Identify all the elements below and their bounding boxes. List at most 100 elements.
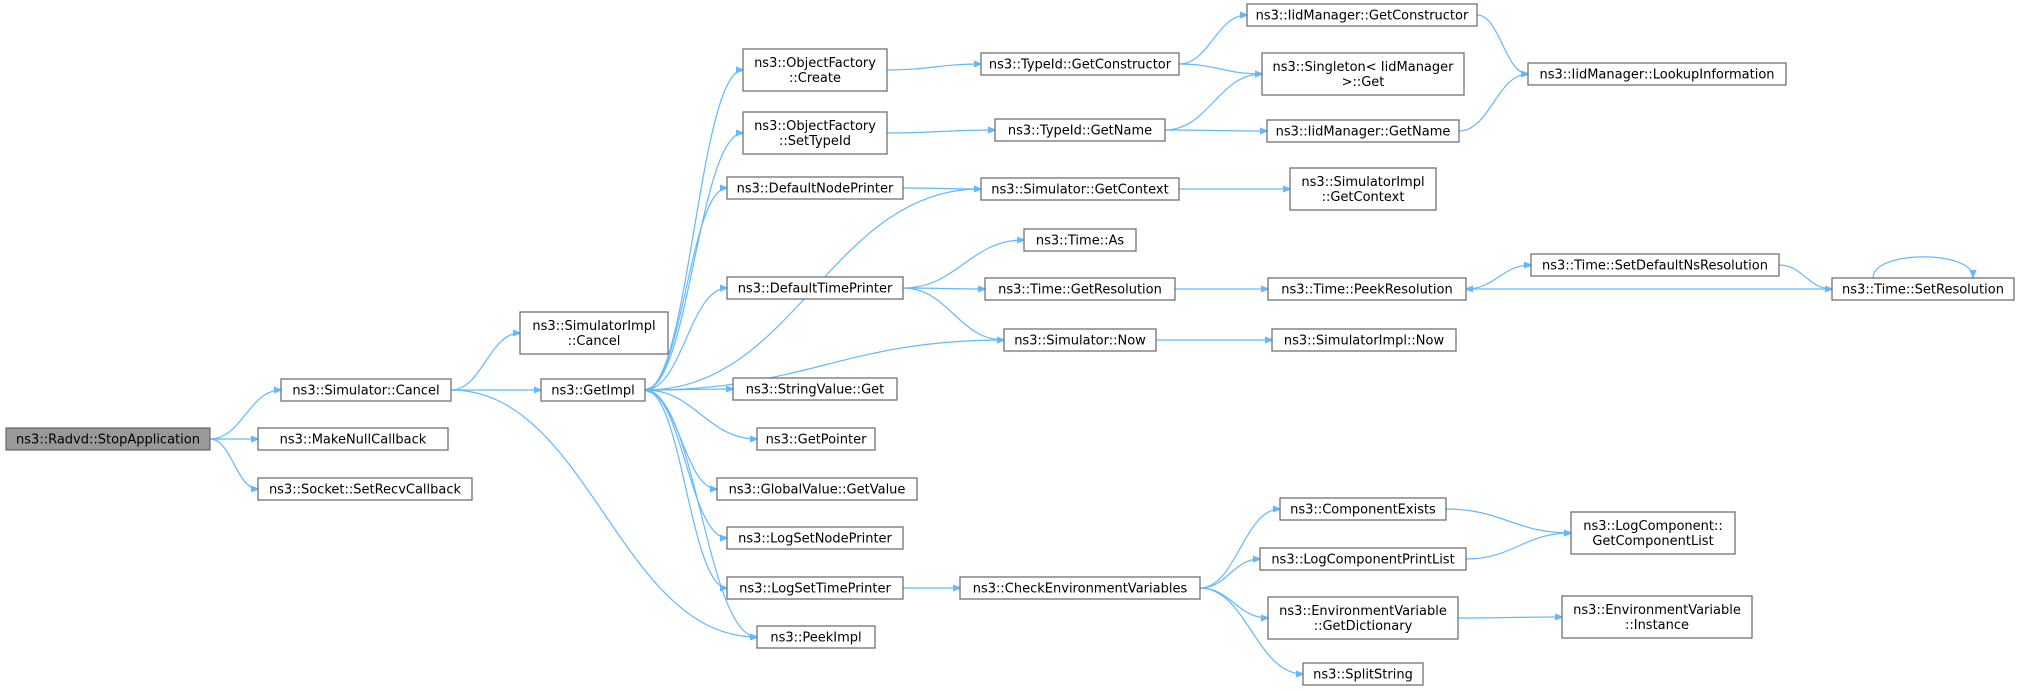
node-box	[726, 576, 904, 600]
edges-layer	[209, 14, 1973, 674]
node-box	[980, 177, 1180, 201]
node-typeid_getconstructor[interactable]: ns3::TypeId::GetConstructor	[980, 52, 1180, 76]
node-label: ns3::MakeNullCallback	[280, 433, 427, 448]
node-label: ns3::LogSetTimePrinter	[739, 582, 891, 597]
edge-typeid_getconstructor-to-singleton_get	[1178, 63, 1262, 74]
edge-sim_cancel-to-peekimpl	[450, 389, 757, 637]
node-box	[280, 378, 452, 402]
node-box	[716, 477, 918, 501]
node-check_env_vars[interactable]: ns3::CheckEnvironmentVariables	[959, 576, 1201, 600]
node-box	[1289, 167, 1437, 211]
node-box	[257, 477, 473, 501]
node-time_as[interactable]: ns3::Time::As	[1023, 228, 1137, 252]
node-box	[1261, 52, 1465, 96]
node-label: ::Instance	[1625, 618, 1689, 633]
node-box	[1246, 3, 1478, 27]
node-label: ::SetTypeId	[779, 134, 851, 149]
edge-radvd_stop-to-sim_cancel	[209, 390, 281, 440]
node-stringvalue_get[interactable]: ns3::StringValue::Get	[732, 377, 898, 401]
edge-getimpl-to-getpointer	[644, 389, 757, 439]
node-label: ns3::Singleton< IidManager	[1272, 60, 1454, 75]
edge-check_env_vars-to-component_exists	[1199, 509, 1280, 589]
node-globalvalue_getvalue[interactable]: ns3::GlobalValue::GetValue	[716, 477, 918, 501]
node-iidmgr_lookupinfo[interactable]: ns3::IidManager::LookupInformation	[1527, 62, 1787, 86]
node-label: ns3::Time::SetResolution	[1842, 283, 2004, 298]
node-label: ns3::GlobalValue::GetValue	[729, 483, 906, 498]
node-radvd_stop[interactable]: ns3::Radvd::StopApplication	[5, 427, 211, 451]
node-simimpl_now[interactable]: ns3::SimulatorImpl::Now	[1271, 328, 1457, 352]
node-simimpl_cancel[interactable]: ns3::SimulatorImpl::Cancel	[519, 311, 669, 355]
node-default_time_printer[interactable]: ns3::DefaultTimePrinter	[726, 276, 904, 300]
node-peekimpl[interactable]: ns3::PeekImpl	[756, 625, 876, 649]
edge-time_setdefaultnsres-to-time_setresolution	[1778, 264, 1832, 289]
node-box	[726, 276, 904, 300]
node-label: ns3::GetImpl	[551, 384, 635, 399]
node-sim_cancel[interactable]: ns3::Simulator::Cancel	[280, 378, 452, 402]
node-log_component_printlist[interactable]: ns3::LogComponentPrintList	[1259, 547, 1467, 571]
node-getimpl[interactable]: ns3::GetImpl	[540, 378, 646, 402]
node-logsettimeprinter[interactable]: ns3::LogSetTimePrinter	[726, 576, 904, 600]
node-label: ns3::IidManager::LookupInformation	[1539, 68, 1774, 83]
node-time_setdefaultnsres[interactable]: ns3::Time::SetDefaultNsResolution	[1530, 253, 1780, 277]
node-box	[742, 48, 888, 92]
edge-default_time_printer-to-sim_now	[902, 287, 1004, 340]
node-objfactory_create[interactable]: ns3::ObjectFactory::Create	[742, 48, 888, 92]
node-component_exists[interactable]: ns3::ComponentExists	[1279, 497, 1447, 521]
node-splitstring[interactable]: ns3::SplitString	[1302, 662, 1424, 686]
node-box	[1267, 277, 1467, 301]
node-default_node_printer[interactable]: ns3::DefaultNodePrinter	[726, 176, 904, 200]
node-label: ns3::SplitString	[1313, 668, 1413, 683]
edge-getimpl-to-default_node_printer	[644, 188, 727, 391]
node-make_null_cb[interactable]: ns3::MakeNullCallback	[257, 427, 449, 451]
node-label: ns3::Time::As	[1036, 234, 1125, 249]
node-label: ns3::DefaultTimePrinter	[738, 282, 893, 297]
edge-check_env_vars-to-splitstring	[1199, 587, 1303, 674]
node-time_getresolution[interactable]: ns3::Time::GetResolution	[984, 277, 1176, 301]
node-label: ns3::Simulator::GetContext	[991, 183, 1168, 198]
node-label: ::GetDictionary	[1314, 619, 1413, 634]
node-logcomponent_getlist[interactable]: ns3::LogComponent::GetComponentList	[1570, 511, 1736, 555]
node-box	[1259, 547, 1467, 571]
node-getpointer[interactable]: ns3::GetPointer	[756, 427, 876, 451]
node-box	[726, 176, 904, 200]
node-box	[519, 311, 669, 355]
node-typeid_getname[interactable]: ns3::TypeId::GetName	[994, 118, 1166, 142]
node-label: ns3::IidManager::GetName	[1276, 125, 1451, 140]
node-label: ns3::Socket::SetRecvCallback	[269, 483, 462, 498]
node-box	[1570, 511, 1736, 555]
node-sim_getcontext[interactable]: ns3::Simulator::GetContext	[980, 177, 1180, 201]
node-envvar_instance[interactable]: ns3::EnvironmentVariable::Instance	[1561, 595, 1753, 639]
node-sim_now[interactable]: ns3::Simulator::Now	[1003, 328, 1157, 352]
node-box	[742, 111, 888, 155]
node-label: ns3::SimulatorImpl::Now	[1284, 334, 1445, 349]
edge-default_time_printer-to-time_as	[902, 240, 1024, 289]
node-logsetnodeprinter[interactable]: ns3::LogSetNodePrinter	[726, 526, 904, 550]
edge-sim_cancel-to-simimpl_cancel	[450, 333, 520, 391]
node-singleton_get[interactable]: ns3::Singleton< IidManager >::Get	[1261, 52, 1465, 96]
node-label: ns3::SimulatorImpl	[532, 319, 655, 334]
node-iidmgr_getname[interactable]: ns3::IidManager::GetName	[1266, 119, 1460, 143]
edge-getimpl-to-default_time_printer	[644, 288, 727, 391]
node-label: ns3::Radvd::StopApplication	[16, 433, 200, 448]
node-box	[1561, 595, 1753, 639]
node-label: ::Cancel	[568, 334, 621, 349]
node-iidmgr_getconstructor[interactable]: ns3::IidManager::GetConstructor	[1246, 3, 1478, 27]
node-objfactory_settypeid[interactable]: ns3::ObjectFactory::SetTypeId	[742, 111, 888, 155]
node-time_peekresolution[interactable]: ns3::Time::PeekResolution	[1267, 277, 1467, 301]
node-label: ns3::ObjectFactory	[754, 119, 876, 134]
node-label: ns3::ComponentExists	[1290, 503, 1436, 518]
edge-getimpl-to-logsettimeprinter	[644, 389, 727, 588]
node-time_setresolution[interactable]: ns3::Time::SetResolution	[1831, 277, 2015, 301]
edge-check_env_vars-to-log_component_printlist	[1199, 559, 1260, 589]
node-box	[1266, 119, 1460, 143]
node-label: ns3::StringValue::Get	[746, 383, 884, 398]
node-envvar_getdictionary[interactable]: ns3::EnvironmentVariable::GetDictionary	[1267, 596, 1459, 640]
node-label: ns3::IidManager::GetConstructor	[1256, 9, 1469, 24]
edge-iidmgr_getconstructor-to-iidmgr_lookupinfo	[1476, 14, 1528, 74]
node-simimpl_getcontext[interactable]: ns3::SimulatorImpl::GetContext	[1289, 167, 1437, 211]
node-box	[994, 118, 1166, 142]
node-socket_setrecv[interactable]: ns3::Socket::SetRecvCallback	[257, 477, 473, 501]
node-box	[726, 526, 904, 550]
node-label: >::Get	[1342, 75, 1385, 90]
node-label: ns3::EnvironmentVariable	[1279, 604, 1447, 619]
